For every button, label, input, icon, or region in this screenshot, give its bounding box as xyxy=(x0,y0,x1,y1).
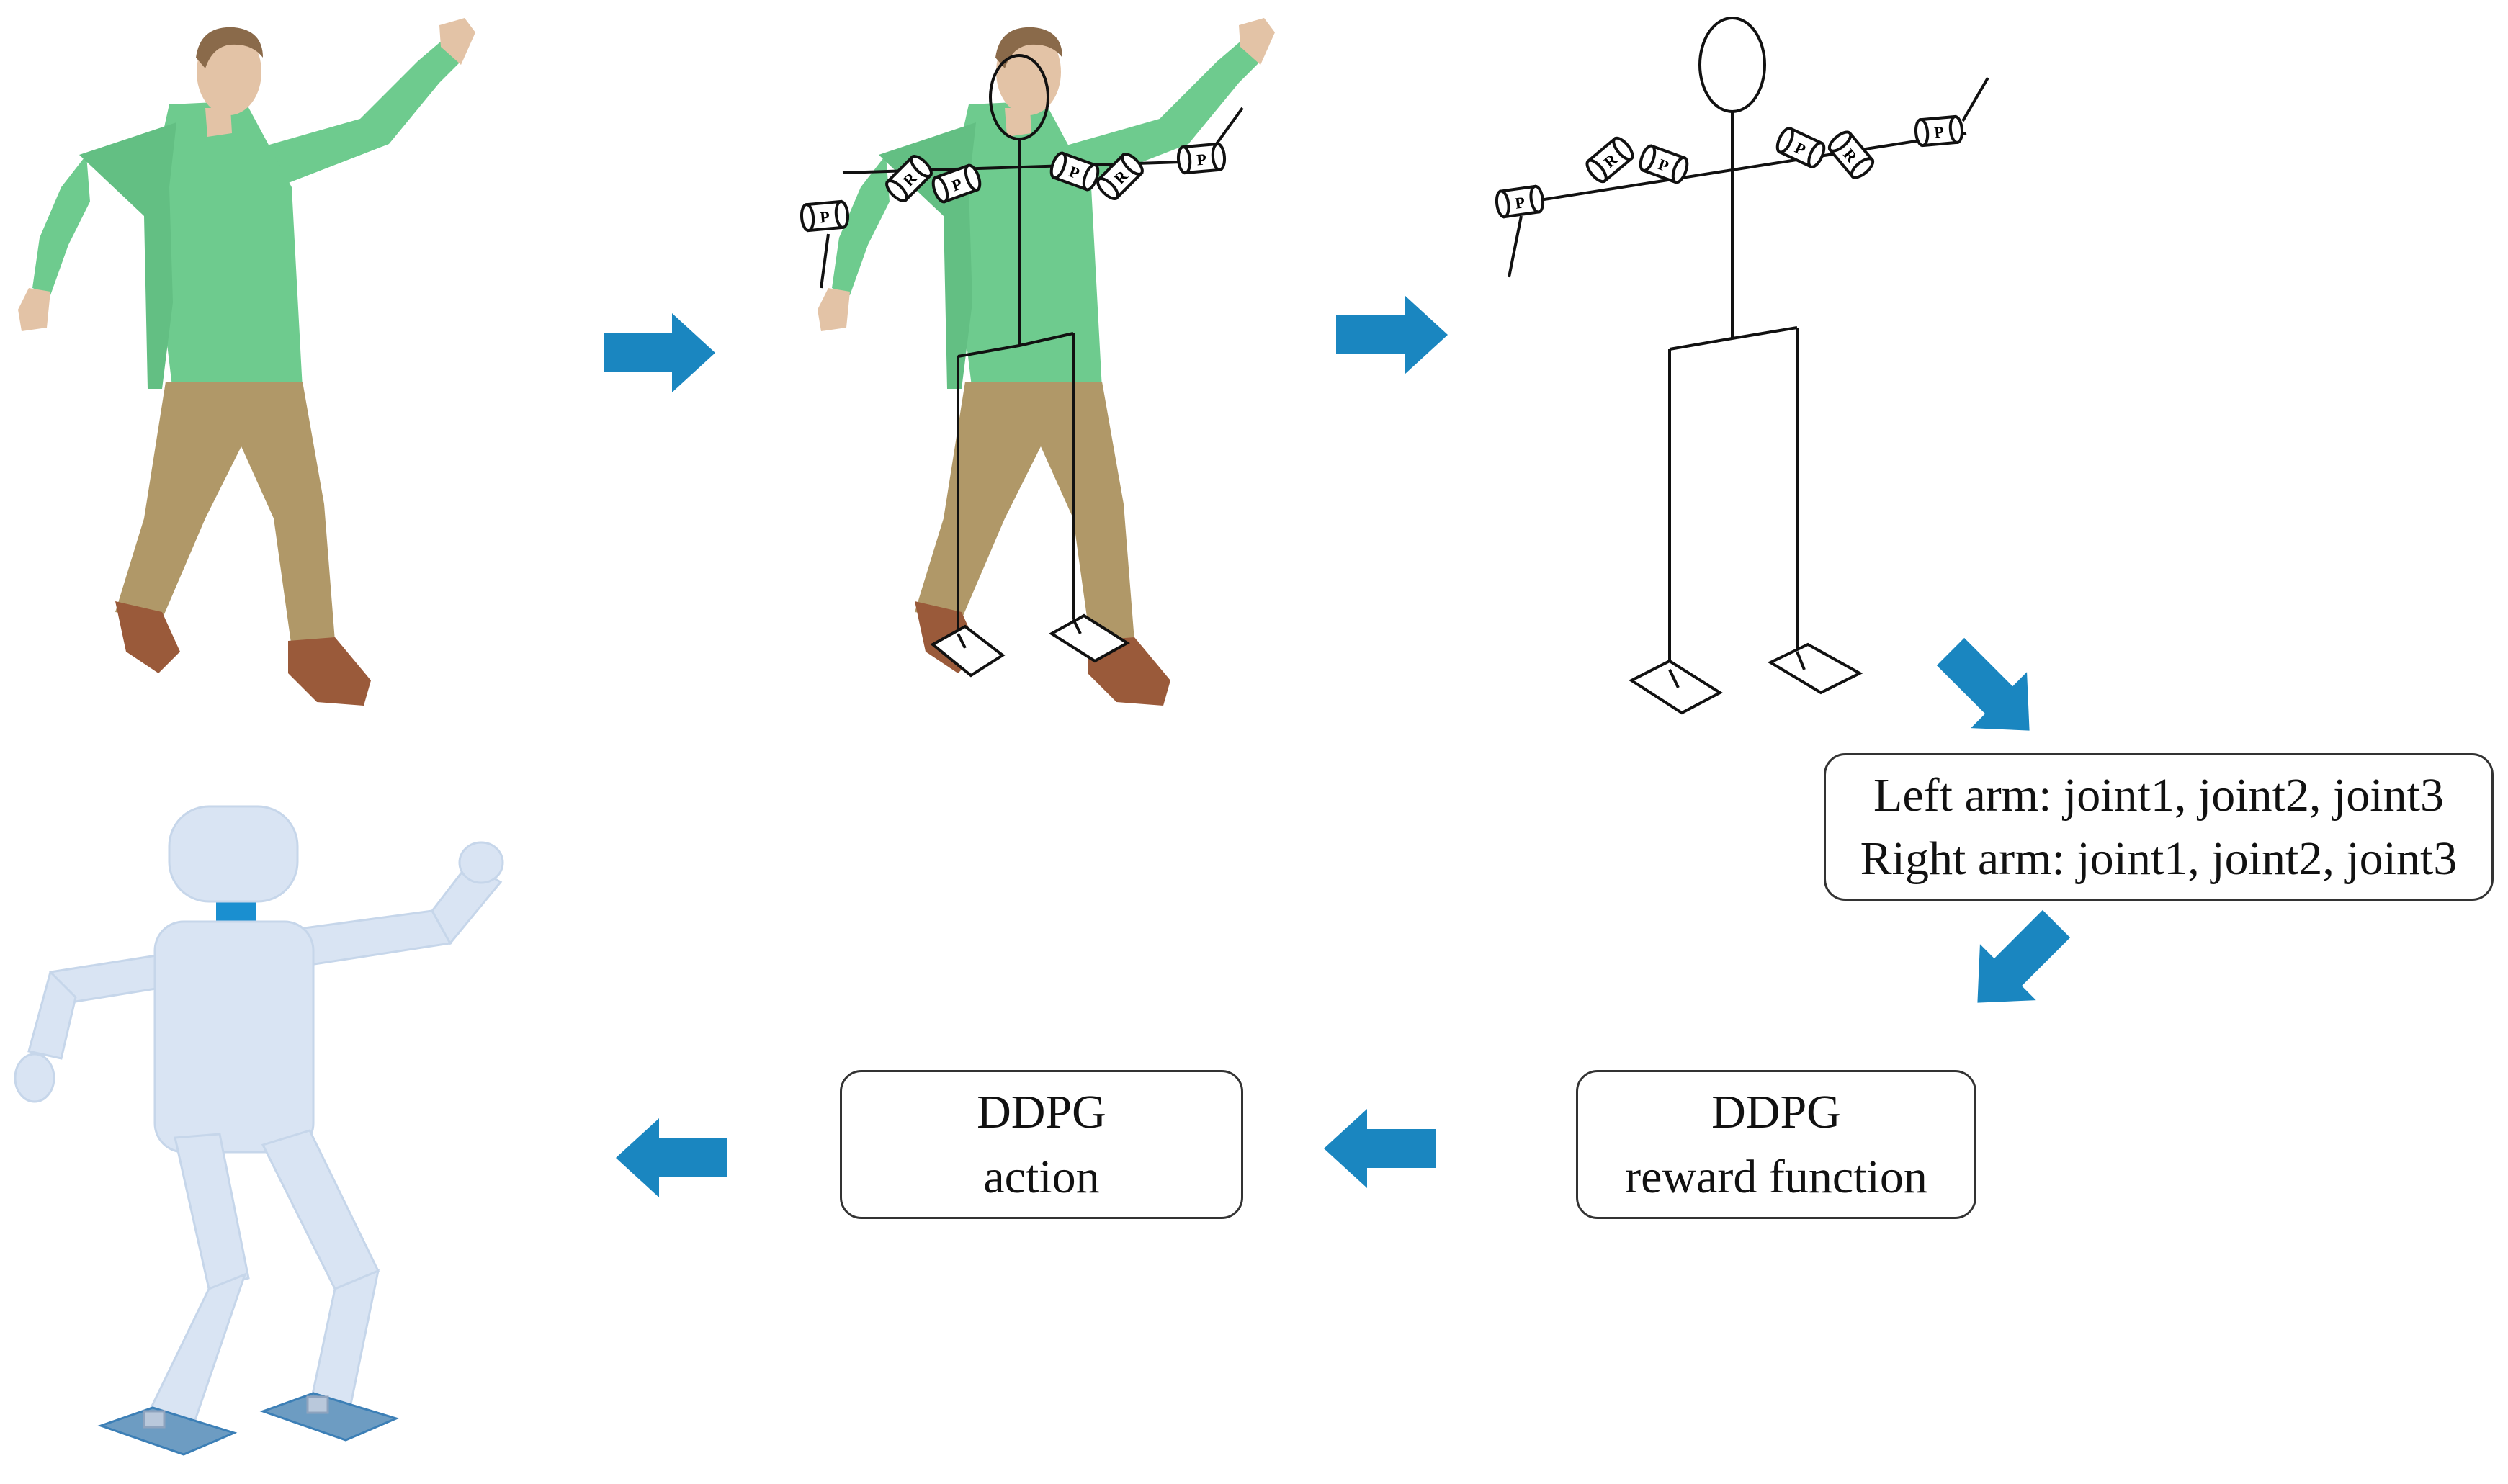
ddpg-action-subtitle: action xyxy=(983,1150,1100,1203)
pitch-joint-label: P xyxy=(1933,122,1945,141)
arrow-right-2-icon xyxy=(1336,295,1448,374)
arrow-left-2-icon xyxy=(616,1118,727,1197)
stick-skeleton-icon xyxy=(1508,17,1989,715)
pitch-joint-label: P xyxy=(1514,193,1526,212)
human-with-skeleton-icon: P R P P R P xyxy=(799,18,1275,706)
ddpg-reward-subtitle: reward function xyxy=(1625,1150,1927,1203)
human-3d-figure-icon xyxy=(18,18,475,706)
flow-arrows xyxy=(604,295,2084,1197)
ddpg-action-title: DDPG xyxy=(977,1085,1106,1138)
joint-markers-fig2: P R P P R P xyxy=(799,142,1227,233)
skeleton-joint-model-icon xyxy=(820,54,1244,678)
arrow-left-1-icon xyxy=(1324,1109,1436,1188)
pitch-joint-label: P xyxy=(819,207,830,226)
joint-list-box: Left arm: joint1, joint2, joint3 Right a… xyxy=(1824,753,2494,901)
left-arm-joints-text: Left arm: joint1, joint2, joint3 xyxy=(1873,768,2444,822)
right-arm-joints-text: Right arm: joint1, joint2, joint3 xyxy=(1860,832,2458,885)
joint-markers-fig3: P R P P R P xyxy=(1493,114,1965,220)
humanoid-robot-icon xyxy=(14,805,504,1456)
ddpg-action-box: DDPG action xyxy=(840,1070,1243,1219)
arrow-right-1-icon xyxy=(604,313,715,392)
arrow-down-left-icon xyxy=(1949,896,2084,1031)
ddpg-reward-box: DDPG reward function xyxy=(1576,1070,1976,1219)
pitch-joint-label: P xyxy=(1196,150,1207,168)
arrow-down-right-icon xyxy=(1922,624,2058,759)
ddpg-reward-title: DDPG xyxy=(1711,1085,1841,1138)
